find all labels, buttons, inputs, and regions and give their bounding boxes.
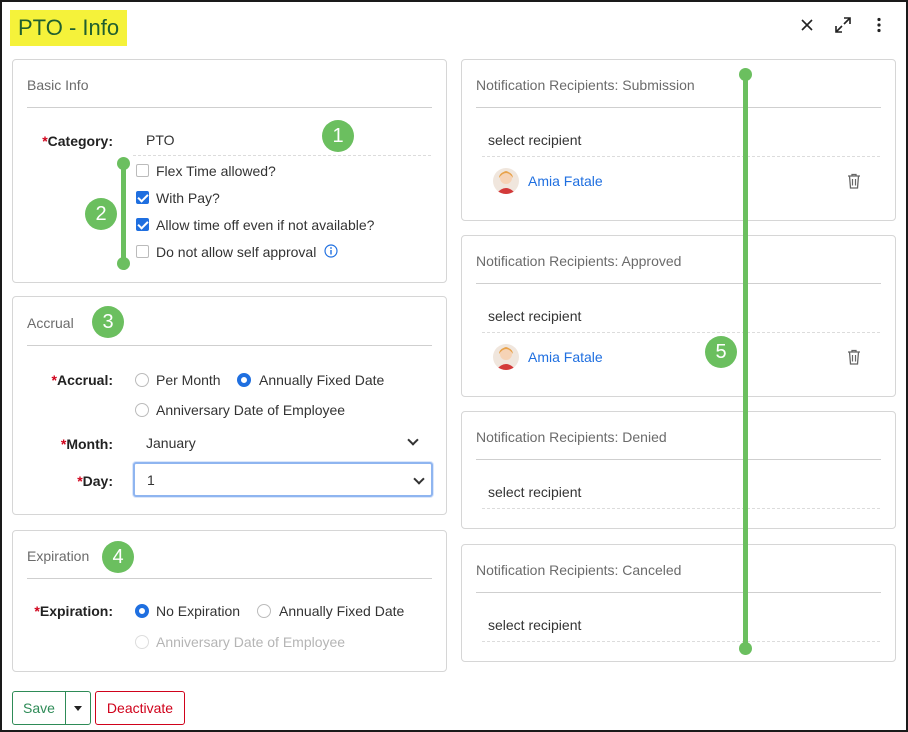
self-approval-checkbox[interactable] xyxy=(136,245,149,258)
annotation-dot xyxy=(117,257,130,270)
annotation-dot xyxy=(739,68,752,81)
close-icon[interactable] xyxy=(798,16,816,34)
panel-title: Accrual xyxy=(27,315,74,331)
accrual-label: *Accrual: xyxy=(51,372,113,388)
category-value[interactable]: PTO xyxy=(146,132,175,148)
panel-title: Basic Info xyxy=(27,77,89,93)
annotation-badge: 1 xyxy=(322,120,354,152)
chevron-down-icon xyxy=(413,473,425,485)
divider xyxy=(27,345,432,346)
exp-annually-fixed-radio[interactable] xyxy=(257,604,271,618)
day-value: 1 xyxy=(147,472,155,488)
notification-denied-panel: Notification Recipients: Denied select r… xyxy=(461,411,896,529)
divider xyxy=(482,641,880,642)
day-select[interactable]: 1 xyxy=(133,462,433,497)
notification-submission-panel: Notification Recipients: Submission sele… xyxy=(461,59,896,221)
per-month-label: Per Month xyxy=(156,372,221,388)
flex-time-checkbox[interactable] xyxy=(136,164,149,177)
panel-title: Notification Recipients: Submission xyxy=(476,77,695,93)
info-icon[interactable] xyxy=(324,244,338,261)
caret-down-icon xyxy=(74,705,82,711)
divider xyxy=(476,459,881,460)
deactivate-button[interactable]: Deactivate xyxy=(95,691,185,725)
no-expiration-radio[interactable] xyxy=(135,604,149,618)
basic-info-panel: Basic Info *Category: PTO Flex Time allo… xyxy=(12,59,447,283)
anniversary-date-radio[interactable] xyxy=(135,403,149,417)
annotation-line xyxy=(743,74,748,649)
with-pay-checkbox[interactable] xyxy=(136,191,149,204)
deactivate-label: Deactivate xyxy=(106,700,174,716)
allow-time-off-label: Allow time off even if not available? xyxy=(156,217,375,233)
chevron-down-icon[interactable] xyxy=(407,434,419,446)
avatar xyxy=(493,344,519,370)
month-label: *Month: xyxy=(60,436,113,452)
annotation-dot xyxy=(117,157,130,170)
annotation-badge: 4 xyxy=(102,541,134,573)
with-pay-label: With Pay? xyxy=(156,190,220,206)
trash-icon[interactable] xyxy=(847,349,863,365)
allow-time-off-checkbox[interactable] xyxy=(136,218,149,231)
recipient-link[interactable]: Amia Fatale xyxy=(528,173,603,189)
annotation-badge: 2 xyxy=(85,198,117,230)
flex-time-label: Flex Time allowed? xyxy=(156,163,276,179)
panel-title: Notification Recipients: Canceled xyxy=(476,562,682,578)
divider xyxy=(27,578,432,579)
recipient-link[interactable]: Amia Fatale xyxy=(528,349,603,365)
month-select[interactable]: January xyxy=(146,435,196,451)
category-label: *Category: xyxy=(42,133,113,149)
divider xyxy=(482,508,880,509)
save-button[interactable]: Save xyxy=(12,691,66,725)
save-dropdown-button[interactable] xyxy=(65,691,91,725)
expiration-label: *Expiration: xyxy=(34,603,113,619)
more-vertical-icon[interactable] xyxy=(870,16,888,34)
divider xyxy=(482,332,880,333)
accrual-panel: Accrual 3 *Accrual: Per Month Annually F… xyxy=(12,296,447,515)
save-label: Save xyxy=(23,700,55,716)
annually-fixed-date-radio[interactable] xyxy=(237,373,251,387)
trash-icon[interactable] xyxy=(847,173,863,189)
annotation-badge: 3 xyxy=(92,306,124,338)
exp-anniversary-radio xyxy=(135,635,149,649)
recipient-select[interactable]: select recipient xyxy=(488,617,582,633)
self-approval-label: Do not allow self approval xyxy=(156,244,317,260)
expand-icon[interactable] xyxy=(834,16,852,34)
divider xyxy=(27,107,432,108)
recipient-select[interactable]: select recipient xyxy=(488,308,582,324)
recipient-select[interactable]: select recipient xyxy=(488,132,582,148)
panel-title: Expiration xyxy=(27,548,90,564)
exp-anniversary-label: Anniversary Date of Employee xyxy=(156,634,346,650)
notification-canceled-panel: Notification Recipients: Canceled select… xyxy=(461,544,896,662)
anniversary-date-label: Anniversary Date of Employee xyxy=(156,402,346,418)
annually-fixed-date-label: Annually Fixed Date xyxy=(259,372,385,388)
annotation-dot xyxy=(739,642,752,655)
window-controls xyxy=(798,16,888,34)
panel-title: Notification Recipients: Denied xyxy=(476,429,667,445)
divider xyxy=(133,155,431,156)
expiration-panel: Expiration 4 *Expiration: No Expiration … xyxy=(12,530,447,672)
annotation-line xyxy=(121,163,126,263)
day-label: *Day: xyxy=(77,473,113,489)
panel-title: Notification Recipients: Approved xyxy=(476,253,682,269)
divider xyxy=(476,283,881,284)
avatar xyxy=(493,168,519,194)
page-title: PTO - Info xyxy=(10,10,128,46)
divider xyxy=(476,107,881,108)
divider xyxy=(482,156,880,157)
exp-annually-fixed-label: Annually Fixed Date xyxy=(279,603,405,619)
recipient-select[interactable]: select recipient xyxy=(488,484,582,500)
notification-approved-panel: Notification Recipients: Approved select… xyxy=(461,235,896,397)
per-month-radio[interactable] xyxy=(135,373,149,387)
annotation-badge: 5 xyxy=(705,336,737,368)
no-expiration-label: No Expiration xyxy=(156,603,241,619)
divider xyxy=(476,592,881,593)
